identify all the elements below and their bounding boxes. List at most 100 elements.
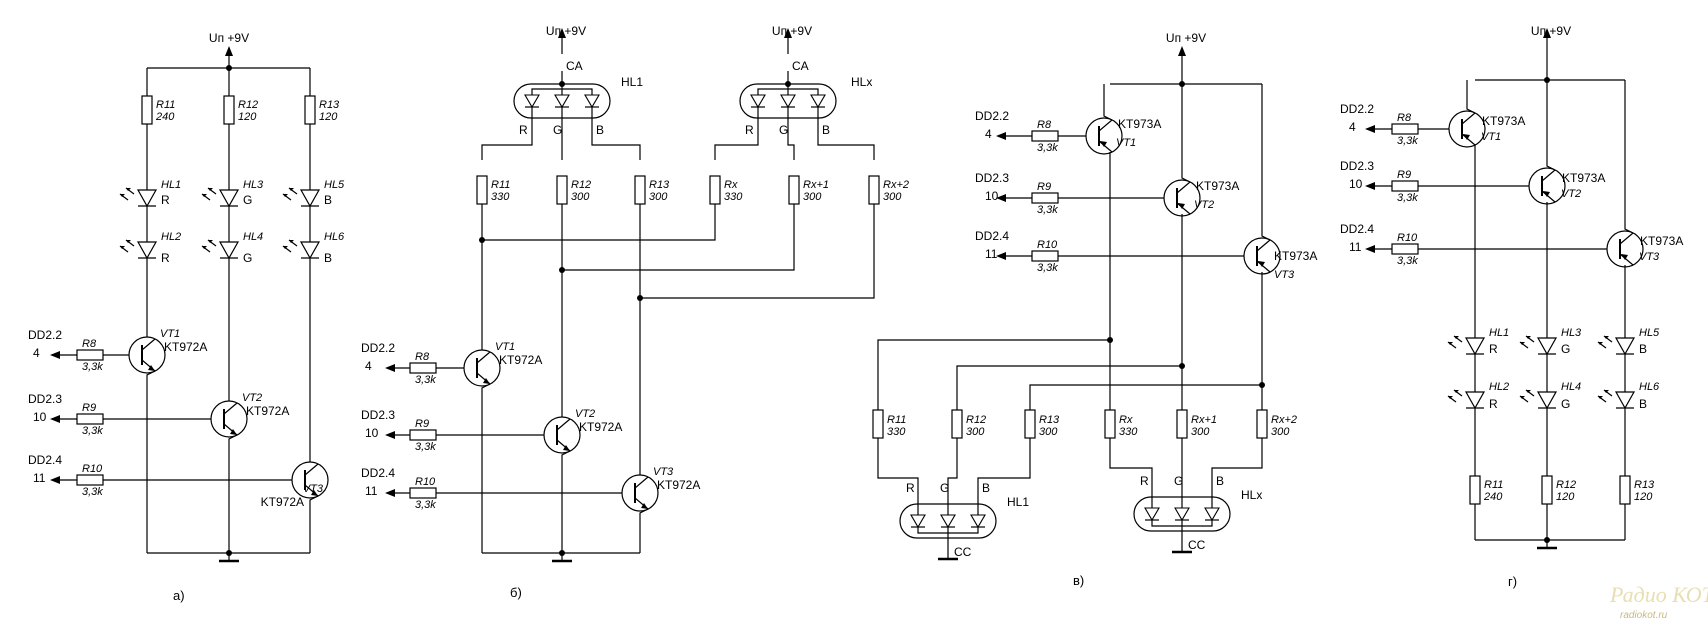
led-color: B [324, 251, 332, 265]
resistor-value: 3,3k [1397, 192, 1418, 204]
wire [639, 508, 649, 553]
resistor-value: 3,3k [1397, 255, 1418, 267]
led-icon [119, 187, 158, 208]
resistor-icon [409, 487, 437, 499]
supply-label: Uп +9V [209, 31, 249, 45]
resistor-value: 330 [491, 191, 510, 203]
wire [1261, 84, 1271, 241]
resistor-value: 120 [319, 111, 338, 123]
channel-letter: R [745, 123, 754, 137]
resistor-value: 3,3k [415, 499, 436, 511]
transistor-name: VT1 [495, 341, 515, 353]
transistor-type: KT973A [1482, 114, 1525, 128]
transistor-icon [128, 336, 166, 374]
wire [1029, 384, 1262, 410]
resistor-name: R12 [1556, 479, 1576, 491]
resistor-value: 3,3k [1037, 204, 1058, 216]
transistor-icon [1528, 167, 1566, 205]
supply-label: Uп +9V [772, 24, 812, 38]
port-pin: 10 [985, 189, 999, 203]
caption-a: а) [173, 588, 185, 603]
supply-arrow-icon [784, 28, 792, 38]
module-name: HL1 [621, 75, 643, 89]
supply-arrow-icon [1543, 28, 1551, 38]
output-arrow-icon [385, 364, 395, 372]
port-label: DD2.2 [361, 341, 395, 355]
led-name: HL4 [1561, 381, 1581, 393]
led-color: G [1561, 342, 1570, 356]
wire [1103, 84, 1113, 121]
wire [877, 438, 919, 491]
transistor-name: VT3 [1639, 251, 1660, 263]
port-pin: 11 [365, 484, 378, 498]
resistor-icon [951, 409, 963, 439]
output-arrow-icon [1365, 245, 1375, 253]
led-name: HL6 [324, 231, 345, 243]
led-name: HL1 [161, 179, 181, 191]
led-icon [201, 187, 240, 208]
led-color: B [1639, 397, 1647, 411]
port-pin: 4 [33, 346, 40, 360]
transistor-icon [291, 461, 329, 499]
wire [817, 131, 875, 160]
port-label: DD2.3 [975, 171, 1009, 185]
transistor-name: VT2 [242, 392, 262, 404]
resistor-value: 3,3k [1397, 135, 1418, 147]
resistor-icon [872, 409, 884, 439]
led-name: HL5 [324, 179, 345, 191]
wire [956, 365, 1182, 410]
resistor-icon [409, 429, 437, 441]
wire [591, 131, 641, 160]
wire [1181, 84, 1191, 183]
resistor-value: 3,3k [82, 425, 103, 437]
junction-dot [637, 295, 643, 301]
resistor-value: 300 [1271, 426, 1290, 438]
output-arrow-icon [996, 194, 1006, 202]
output-arrow-icon [1365, 182, 1375, 190]
port-pin: 4 [365, 359, 372, 373]
resistor-name: R13 [319, 99, 340, 111]
resistor-name: R11 [491, 179, 510, 191]
resistor-value: 3,3k [415, 374, 436, 386]
led-icon [282, 239, 321, 260]
port-pin: 10 [1349, 177, 1363, 191]
resistor-icon [1391, 243, 1419, 255]
resistor-value: 300 [883, 191, 902, 203]
resistor-value: 240 [1483, 491, 1503, 503]
port-pin: 11 [985, 247, 998, 261]
transistor-icon [1606, 230, 1644, 268]
resistor-icon [304, 95, 316, 125]
transistor-type: KT973A [1562, 171, 1605, 185]
wire [977, 438, 1031, 491]
transistor-icon [621, 474, 659, 512]
port-label: DD2.2 [28, 328, 62, 342]
port-label: DD2.4 [361, 466, 395, 480]
led-name: HL5 [1639, 327, 1660, 339]
resistor-icon [1256, 409, 1268, 439]
led-icon [1597, 335, 1636, 356]
common-label: CC [1188, 538, 1206, 552]
ground-icon [1537, 540, 1557, 550]
led-name: HL3 [1561, 327, 1582, 339]
led-color: G [243, 251, 252, 265]
resistor-name: R10 [1037, 239, 1058, 251]
resistor-value: 3,3k [415, 441, 436, 453]
rgb-led-module-icon [739, 71, 837, 131]
rgb-led-module-icon [899, 491, 997, 551]
wire [1624, 80, 1634, 234]
resistor-name: R9 [415, 418, 429, 430]
led-name: HL6 [1639, 381, 1660, 393]
resistor-name: R11 [156, 99, 175, 111]
channel-letter: B [1216, 474, 1224, 488]
transistor-icon [1448, 110, 1486, 148]
resistor-name: Rx+2 [883, 179, 909, 191]
led-name: HL2 [161, 231, 181, 243]
led-name: HL2 [1489, 381, 1509, 393]
wire [309, 495, 319, 553]
transistor-icon [543, 416, 581, 454]
supply-arrow-icon [225, 46, 233, 56]
rgb-led-module-icon [1133, 484, 1231, 544]
wire [561, 450, 571, 553]
wire [481, 131, 533, 160]
channel-letter: B [596, 123, 604, 137]
